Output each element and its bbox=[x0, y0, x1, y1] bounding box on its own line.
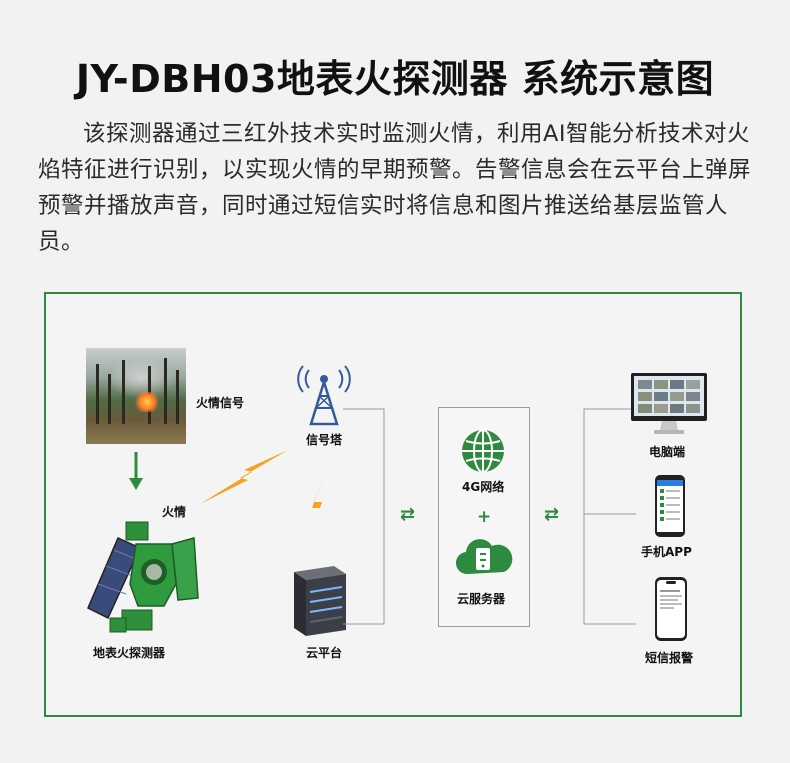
server-rack-icon bbox=[294, 566, 346, 636]
tower-label: 信号塔 bbox=[306, 433, 343, 447]
sms-phone-icon bbox=[655, 577, 687, 641]
detector-device-icon bbox=[87, 521, 199, 633]
server-label: 云服务器 bbox=[457, 592, 506, 606]
computer-monitor-icon bbox=[631, 373, 707, 434]
globe-icon bbox=[462, 429, 504, 473]
cloud-platform-label: 云平台 bbox=[306, 646, 343, 660]
plus-sign: + bbox=[477, 507, 492, 527]
sms-label: 短信报警 bbox=[645, 651, 694, 665]
mobile-app-label: 手机APP bbox=[641, 545, 692, 559]
signal-tower-icon bbox=[297, 365, 351, 426]
exchange-arrows-icon: ⇄ bbox=[400, 504, 416, 525]
forest-fire-photo bbox=[86, 348, 186, 444]
mobile-phone-icon bbox=[655, 475, 685, 537]
network-label: 4G网络 bbox=[462, 480, 505, 494]
lightning-bolt-icon bbox=[308, 470, 326, 544]
fire-signal-label: 火情信号 bbox=[196, 396, 245, 410]
cloud-server-icon bbox=[455, 539, 513, 575]
description-text: 该探测器通过三红外技术实时监测火情，利用AI智能分析技术对火焰特征进行识别，以实… bbox=[38, 121, 752, 255]
lightning-bolt-icon bbox=[200, 450, 288, 504]
detector-label: 地表火探测器 bbox=[93, 646, 166, 660]
fire-label: 火情 bbox=[162, 505, 187, 519]
page-title: JY-DBH03地表火探测器 系统示意图 bbox=[75, 57, 715, 101]
exchange-arrows-icon: ⇄ bbox=[544, 504, 560, 525]
down-arrow-icon bbox=[129, 452, 143, 490]
computer-label: 电脑端 bbox=[649, 445, 686, 459]
